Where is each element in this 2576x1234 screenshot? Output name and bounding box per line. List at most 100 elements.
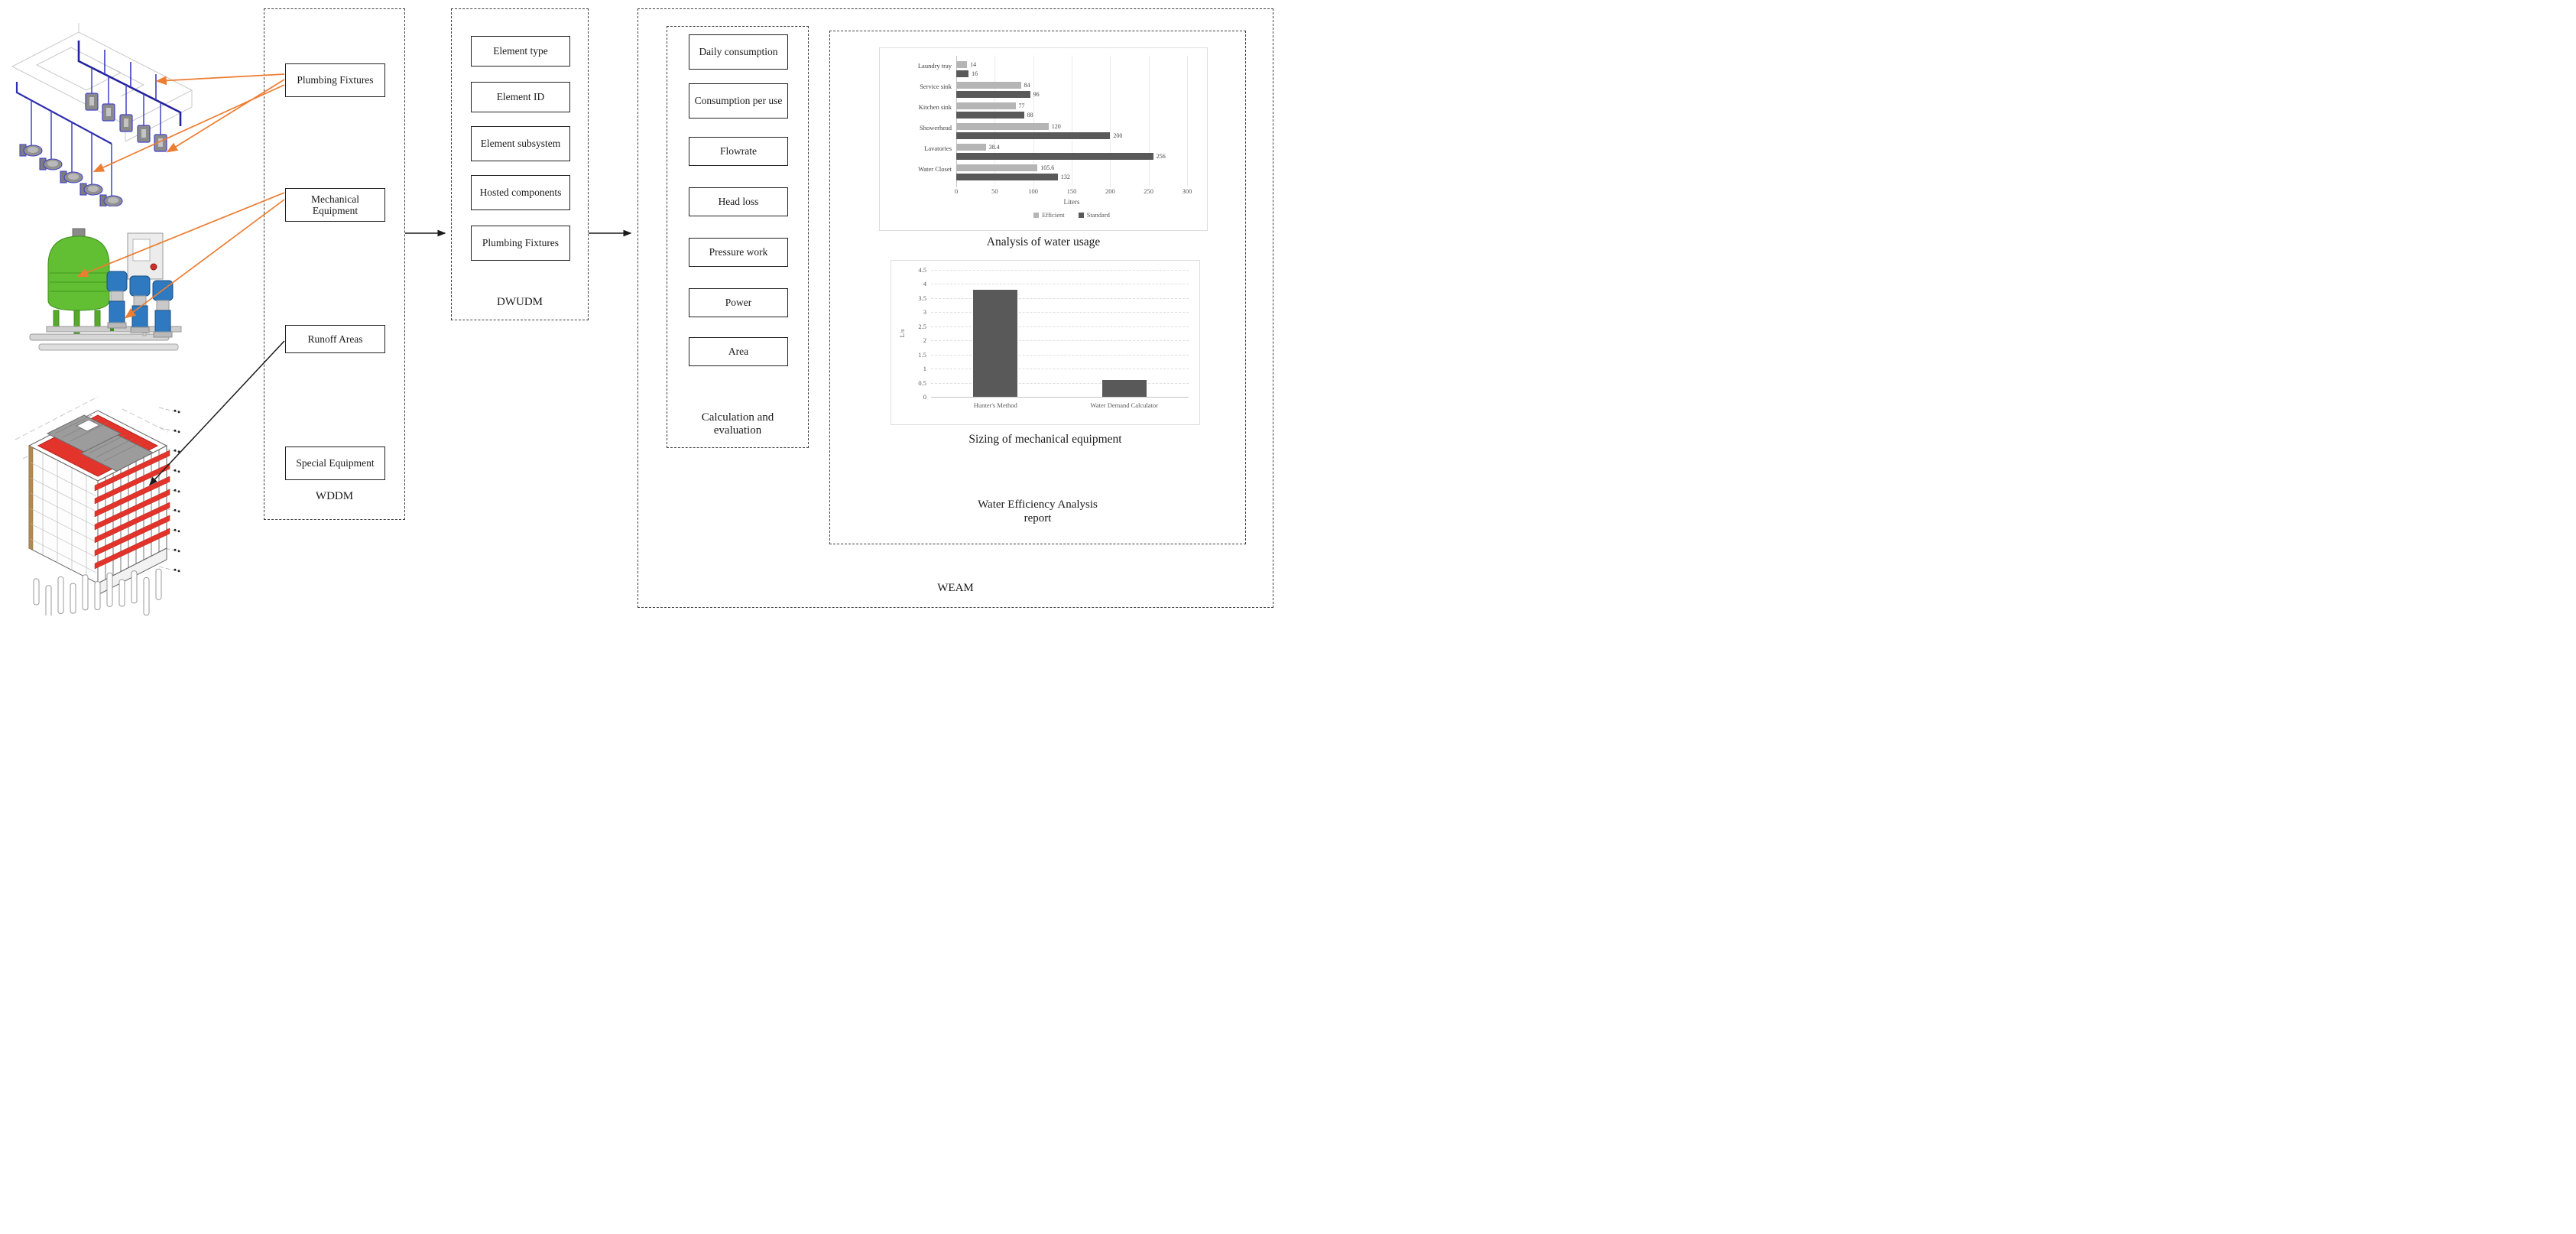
- gridline-x-100: [1033, 56, 1034, 187]
- y-tick-2.5: 2.5: [918, 322, 926, 330]
- equipment-sizing-chart-title: Sizing of mechanical equipment: [968, 433, 1122, 446]
- x-tick-100: 100: [1028, 187, 1039, 195]
- box-element-id: Element ID: [471, 82, 570, 112]
- bar-hunter-s-method: [973, 289, 1018, 397]
- x-tick-0: 0: [954, 187, 959, 195]
- base-rails: [29, 333, 179, 351]
- value-label-water-closet-efficient: 105.6: [1040, 164, 1055, 171]
- gridline-x-250: [1148, 56, 1150, 187]
- gridline-x-0: [956, 56, 957, 187]
- pressure-tank: [47, 228, 110, 334]
- gridline-y-3: [931, 312, 1189, 313]
- y-tick-4.5: 4.5: [918, 266, 926, 274]
- gridline-y-3.5: [931, 297, 1189, 299]
- box-element-subsystem: Element subsystem: [471, 126, 570, 161]
- plumbing-fixtures-3d-model: [11, 23, 193, 206]
- value-label-water-closet-standard: 132: [1060, 173, 1070, 180]
- value-label-showerhead-standard: 200: [1113, 132, 1123, 139]
- value-label-service-sink-standard: 96: [1033, 90, 1040, 98]
- y-tick-3.5: 3.5: [918, 294, 926, 302]
- category-label-service-sink: Service sink: [920, 82, 952, 90]
- category-label-showerhead: Showerhead: [919, 123, 952, 132]
- bar-lavatories-efficient: [956, 144, 986, 151]
- water-usage-chart-title: Analysis of water usage: [986, 235, 1101, 248]
- legend-item-efficient: Efficient: [1033, 211, 1065, 219]
- dwudm-label: DWUDM: [497, 296, 543, 308]
- bar-showerhead-standard: [956, 132, 1111, 139]
- legend: Efficient Standard: [956, 211, 1187, 219]
- x-axis-label: Liters: [1063, 198, 1080, 206]
- gridline-y-1.5: [931, 354, 1189, 356]
- legend-item-standard: Standard: [1078, 211, 1110, 219]
- weam-label: WEAM: [937, 582, 974, 594]
- value-label-laundry-tray-efficient: 14: [970, 60, 977, 68]
- gridline-y-0.5: [931, 382, 1189, 384]
- category-label-water-demand-calculator: Water Demand Calculator: [1090, 401, 1159, 409]
- box-mechanical-equipment: Mechanical Equipment: [285, 188, 385, 222]
- gridline-y-0: [931, 397, 1189, 398]
- box-consumption-per-use: Consumption per use: [689, 83, 788, 119]
- wddm-label: WDDM: [315, 490, 354, 502]
- x-tick-150: 150: [1066, 187, 1077, 195]
- calculation-evaluation-group: Calculation and evaluation Daily consump…: [667, 26, 809, 448]
- weam-group: WEAM: [638, 8, 1273, 608]
- box-daily-consumption: Daily consumption: [689, 34, 788, 70]
- toilet-fixtures: [19, 144, 123, 206]
- box-pressure-work: Pressure work: [689, 238, 788, 267]
- y-tick-0.5: 0.5: [918, 378, 926, 387]
- category-label-lavatories: Lavatories: [924, 144, 952, 152]
- legend-swatch-standard: [1078, 212, 1084, 218]
- booster-pump-set-3d-model: [29, 228, 182, 351]
- y-tick-0: 0: [923, 393, 926, 401]
- y-tick-1.5: 1.5: [918, 350, 926, 359]
- calculation-evaluation-label: Calculation and evaluation: [701, 411, 774, 437]
- category-label-water-closet: Water Closet: [918, 164, 952, 173]
- box-runoff-areas: Runoff Areas: [285, 325, 385, 353]
- bar-kitchen-sink-standard: [956, 112, 1024, 119]
- legend-label-efficient: Efficient: [1042, 211, 1065, 219]
- box-power: Power: [689, 288, 788, 317]
- gridline-y-2.5: [931, 326, 1189, 327]
- category-label-kitchen-sink: Kitchen sink: [918, 102, 952, 111]
- value-label-lavatories-efficient: 38.4: [988, 143, 1000, 151]
- gridline-x-300: [1187, 56, 1188, 187]
- bar-service-sink-standard: [956, 91, 1030, 98]
- category-label-hunter-s-method: Hunter's Method: [973, 401, 1017, 409]
- value-label-laundry-tray-standard: 16: [972, 70, 978, 77]
- box-area: Area: [689, 337, 788, 366]
- value-label-lavatories-standard: 256: [1156, 152, 1166, 160]
- bar-lavatories-standard: [956, 153, 1153, 160]
- bar-water-closet-standard: [956, 174, 1058, 180]
- bar-showerhead-efficient: [956, 123, 1049, 130]
- y-tick-2: 2: [923, 336, 926, 345]
- value-label-kitchen-sink-efficient: 77: [1018, 102, 1025, 109]
- value-label-service-sink-efficient: 84: [1024, 81, 1030, 89]
- gridline-y-4.5: [931, 270, 1189, 271]
- box-special-equipment: Special Equipment: [285, 447, 385, 480]
- report-group: Water Efficiency Analysis report: [829, 31, 1246, 544]
- bar-service-sink-efficient: [956, 82, 1021, 89]
- x-tick-200: 200: [1105, 187, 1115, 195]
- bar-laundry-tray-standard: [956, 70, 969, 77]
- box-plumbing-fixtures: Plumbing Fixtures: [285, 63, 385, 97]
- x-tick-50: 50: [991, 187, 998, 195]
- building-runoff-areas-3d-model: [15, 396, 181, 615]
- legend-swatch-efficient: [1033, 212, 1040, 218]
- box-plumbing-fixtures: Plumbing Fixtures: [471, 226, 570, 261]
- gridline-x-50: [994, 56, 996, 187]
- y-tick-4: 4: [923, 280, 926, 288]
- floor-outline: [11, 23, 193, 142]
- x-tick-300: 300: [1182, 187, 1192, 195]
- value-label-showerhead-efficient: 120: [1051, 122, 1061, 130]
- report-label: Water Efficiency Analysis report: [978, 498, 1098, 524]
- box-head-loss: Head loss: [689, 187, 788, 216]
- box-flowrate: Flowrate: [689, 137, 788, 166]
- bar-laundry-tray-efficient: [956, 61, 968, 68]
- y-tick-1: 1: [923, 365, 926, 373]
- category-label-laundry-tray: Laundry tray: [917, 61, 952, 70]
- legend-label-standard: Standard: [1086, 211, 1110, 219]
- box-element-type: Element type: [471, 36, 570, 67]
